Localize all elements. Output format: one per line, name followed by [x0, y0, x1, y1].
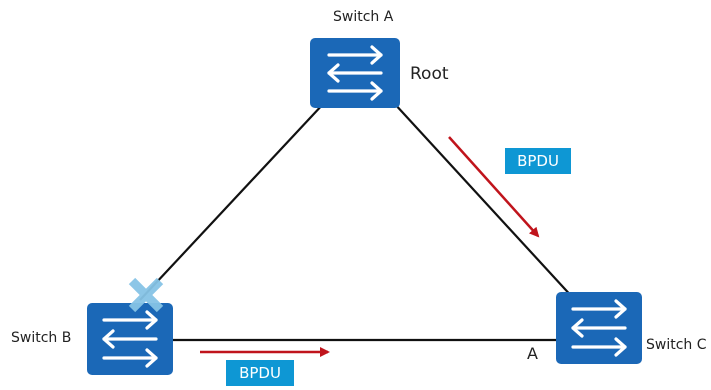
switch-a-icon [310, 38, 400, 108]
switch-c-icon [556, 292, 642, 364]
link-a-c [392, 101, 576, 301]
switch-a-label: Switch A [333, 9, 394, 25]
switch-b-label: Switch B [11, 330, 72, 346]
link-a-b [139, 101, 326, 301]
switch-b-icon [87, 303, 173, 375]
bpdu-badge-b-c: BPDU [226, 360, 294, 386]
switch-c-label: Switch C [646, 337, 707, 353]
blocked-port-icon [128, 277, 164, 313]
bpdu-badge-a-c: BPDU [505, 148, 571, 174]
bpdu-arrow-a-c [448, 136, 540, 238]
root-label: Root [410, 64, 449, 84]
port-a-label: A [527, 344, 538, 363]
